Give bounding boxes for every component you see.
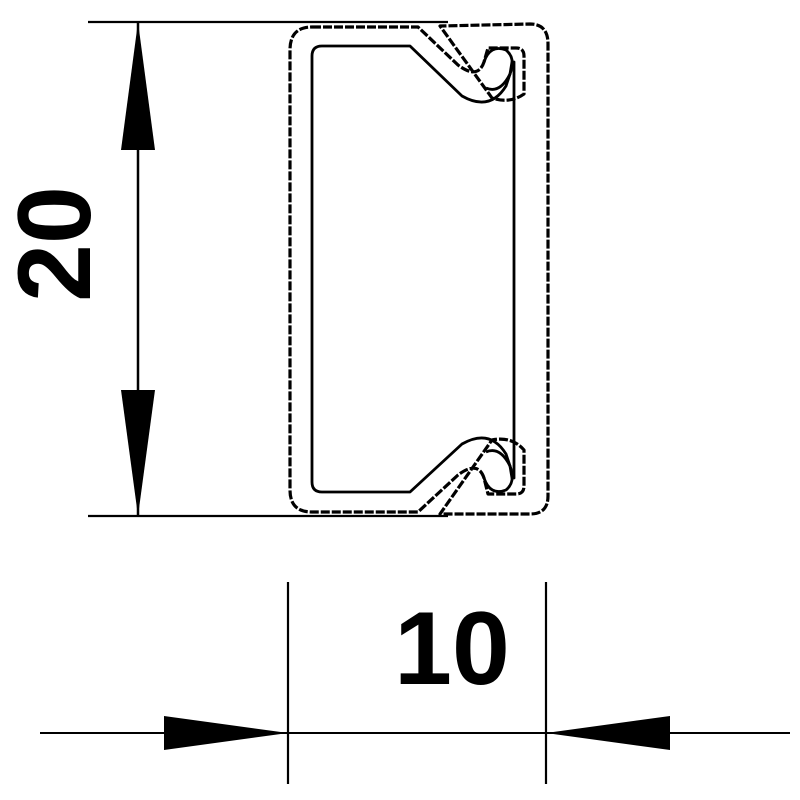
height-dimension-label: 20 [0,186,113,302]
width-arrow-left [164,716,288,750]
height-arrow-bottom [121,390,155,516]
width-arrow-right [546,716,670,750]
width-dimension: 10 [40,582,790,784]
width-dimension-label: 10 [394,591,510,707]
duct-profile [288,22,550,516]
duct-outer-contour [288,22,550,516]
duct-inner-contour [310,44,516,494]
height-dimension: 20 [0,20,448,518]
duct-lower-clip [482,449,514,493]
duct-upper-clip [482,47,514,91]
height-arrow-top [121,22,155,150]
